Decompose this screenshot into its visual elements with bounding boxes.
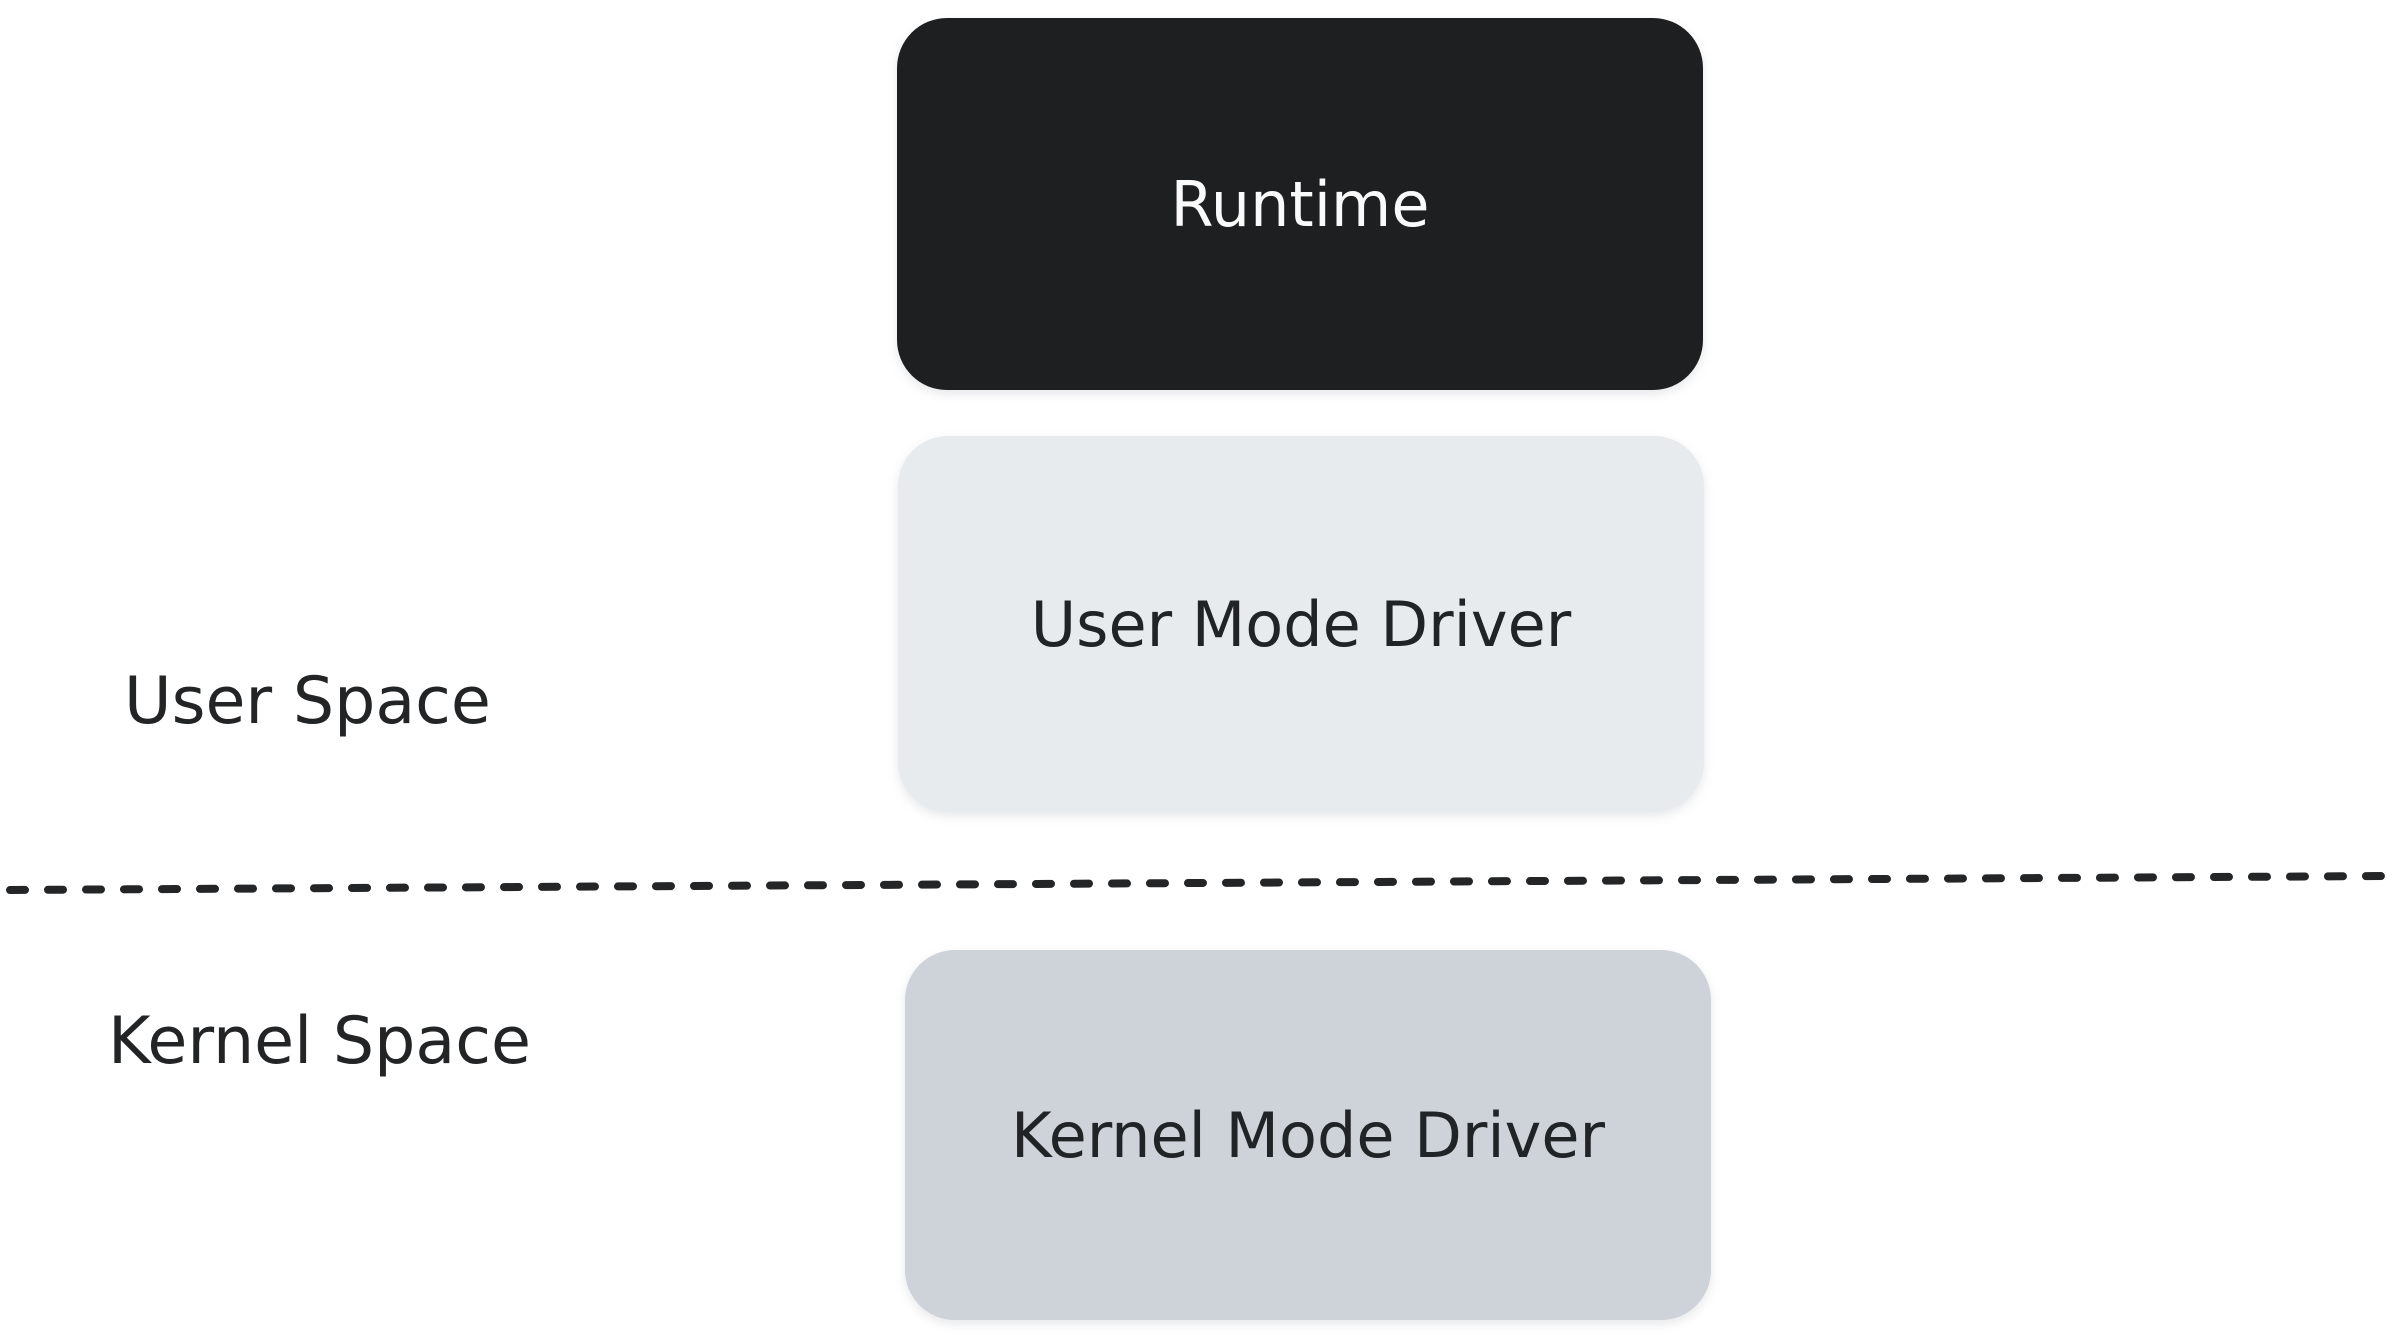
user-mode-driver-box: User Mode Driver (898, 436, 1704, 812)
dashed-divider-stroke (6, 872, 2391, 894)
kernel-mode-driver-box-label: Kernel Mode Driver (1011, 1098, 1605, 1172)
runtime-box-label: Runtime (1170, 167, 1430, 241)
user-mode-driver-box-label: User Mode Driver (1030, 587, 1572, 661)
user-space-label: User Space (124, 664, 491, 739)
kernel-mode-driver-box: Kernel Mode Driver (905, 950, 1711, 1320)
kernel-space-label: Kernel Space (108, 1004, 531, 1079)
runtime-box: Runtime (897, 18, 1703, 390)
